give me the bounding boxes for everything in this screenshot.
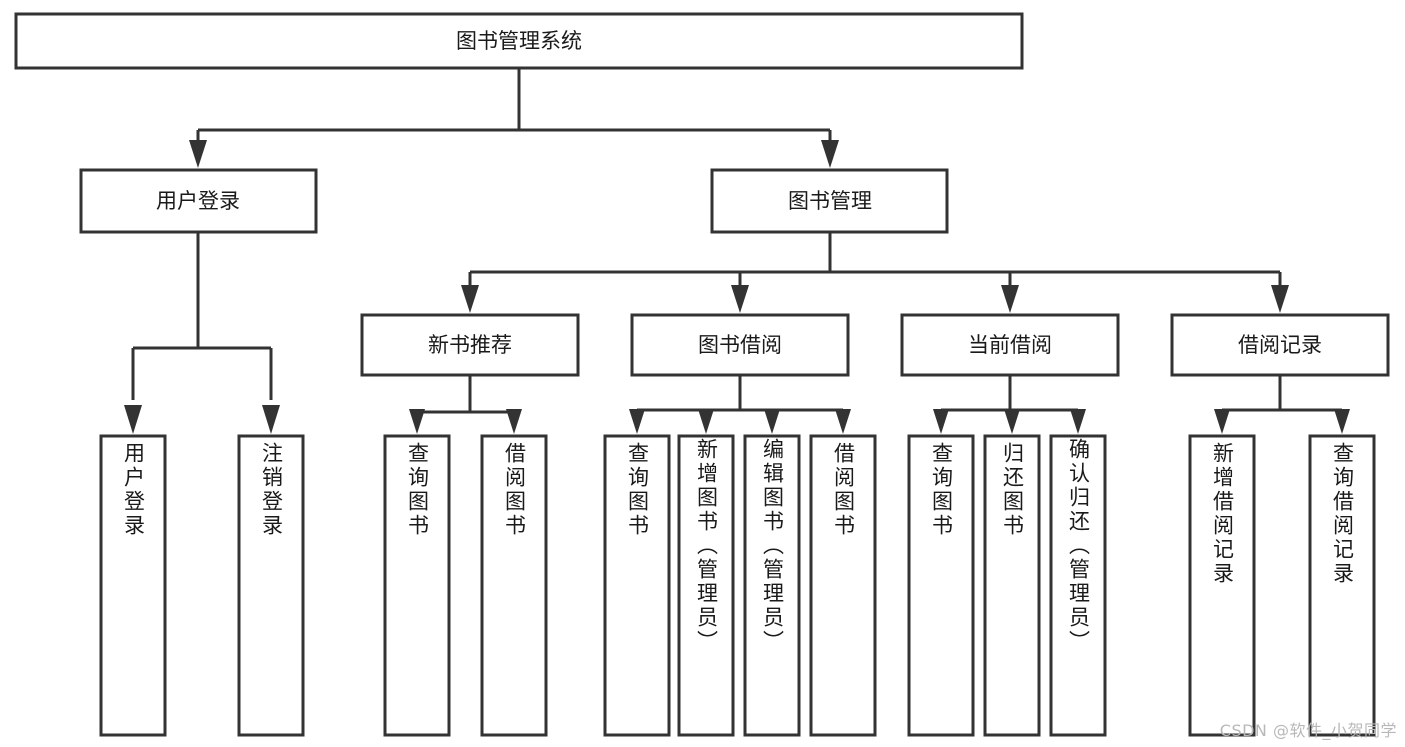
leaf-box-logout[interactable] [237,434,305,737]
leaf-box-confirm-return-admin[interactable] [1049,434,1107,737]
arrow-record-leaf-1 [1214,409,1230,434]
node-user-login-box[interactable] [79,168,318,234]
arrow-current-leaf-2 [1004,409,1020,434]
node-new-book-recommend-box[interactable] [360,313,580,377]
node-book-borrow-box[interactable] [630,313,850,377]
node-new-book-recommend-label: 新书推荐 [428,333,512,357]
arrow-bookmgmt-to-current [1001,285,1019,313]
node-root[interactable]: 图书管理系统 [14,12,1024,70]
arrow-current-leaf-1 [933,409,949,434]
node-root-box[interactable] [14,12,1024,70]
node-user-login[interactable]: 用户登录 [79,168,318,234]
node-root-label: 图书管理系统 [456,29,582,53]
node-book-management-box[interactable] [710,168,949,234]
arrow-current-leaf-3 [1070,409,1086,434]
leaf-box-edit-book-admin[interactable] [743,434,801,737]
leaf-box-query-book-newbook[interactable] [383,434,451,737]
leaf-box-borrow-book-newbook[interactable] [480,434,548,737]
csdn-watermark: CSDN @软件_小贺同学 [1219,721,1397,740]
arrow-userlogin-leaf-1 [124,405,142,434]
node-user-login-label: 用户登录 [156,189,240,213]
node-current-borrow[interactable]: 当前借阅 [900,313,1120,377]
node-book-management[interactable]: 图书管理 [710,168,949,234]
arrow-userlogin-leaf-2 [262,405,280,434]
node-current-borrow-box[interactable] [900,313,1120,377]
node-borrow-record[interactable]: 借阅记录 [1170,313,1390,377]
arrow-root-to-book-mgmt [821,140,839,168]
node-borrow-record-label: 借阅记录 [1238,333,1322,357]
leaf-box-borrow-book-borrow[interactable] [809,434,877,737]
connector-layer [124,68,1350,434]
leaf-box-user-login[interactable] [99,434,167,737]
arrow-borrow-leaf-4 [835,409,851,434]
leaf-box-return-book[interactable] [983,434,1041,737]
arrow-borrow-leaf-2 [698,409,714,434]
leaf-box-query-book-borrow[interactable] [603,434,671,737]
node-book-management-label: 图书管理 [788,189,872,213]
leaf-box-query-book-current[interactable] [907,434,975,737]
leaf-box-add-borrow-record[interactable] [1188,434,1256,737]
arrow-record-leaf-2 [1334,409,1350,434]
node-new-book-recommend[interactable]: 新书推荐 [360,313,580,377]
node-book-borrow[interactable]: 图书借阅 [630,313,850,377]
arrow-bookmgmt-to-record [1271,285,1289,313]
leaf-box-query-borrow-record[interactable] [1308,434,1376,737]
node-borrow-record-box[interactable] [1170,313,1390,377]
arrow-bookmgmt-to-borrow [731,285,749,313]
leaf-box-add-book-admin[interactable] [677,434,735,737]
node-current-borrow-label: 当前借阅 [968,333,1052,357]
node-book-borrow-label: 图书借阅 [698,333,782,357]
arrow-bookmgmt-to-newbook [461,285,479,313]
arrow-newbook-leaf-1 [409,409,425,434]
arrow-borrow-leaf-1 [629,409,645,434]
arrow-root-to-user-login [189,140,207,168]
arrow-newbook-leaf-2 [506,409,522,434]
arrow-borrow-leaf-3 [764,409,780,434]
